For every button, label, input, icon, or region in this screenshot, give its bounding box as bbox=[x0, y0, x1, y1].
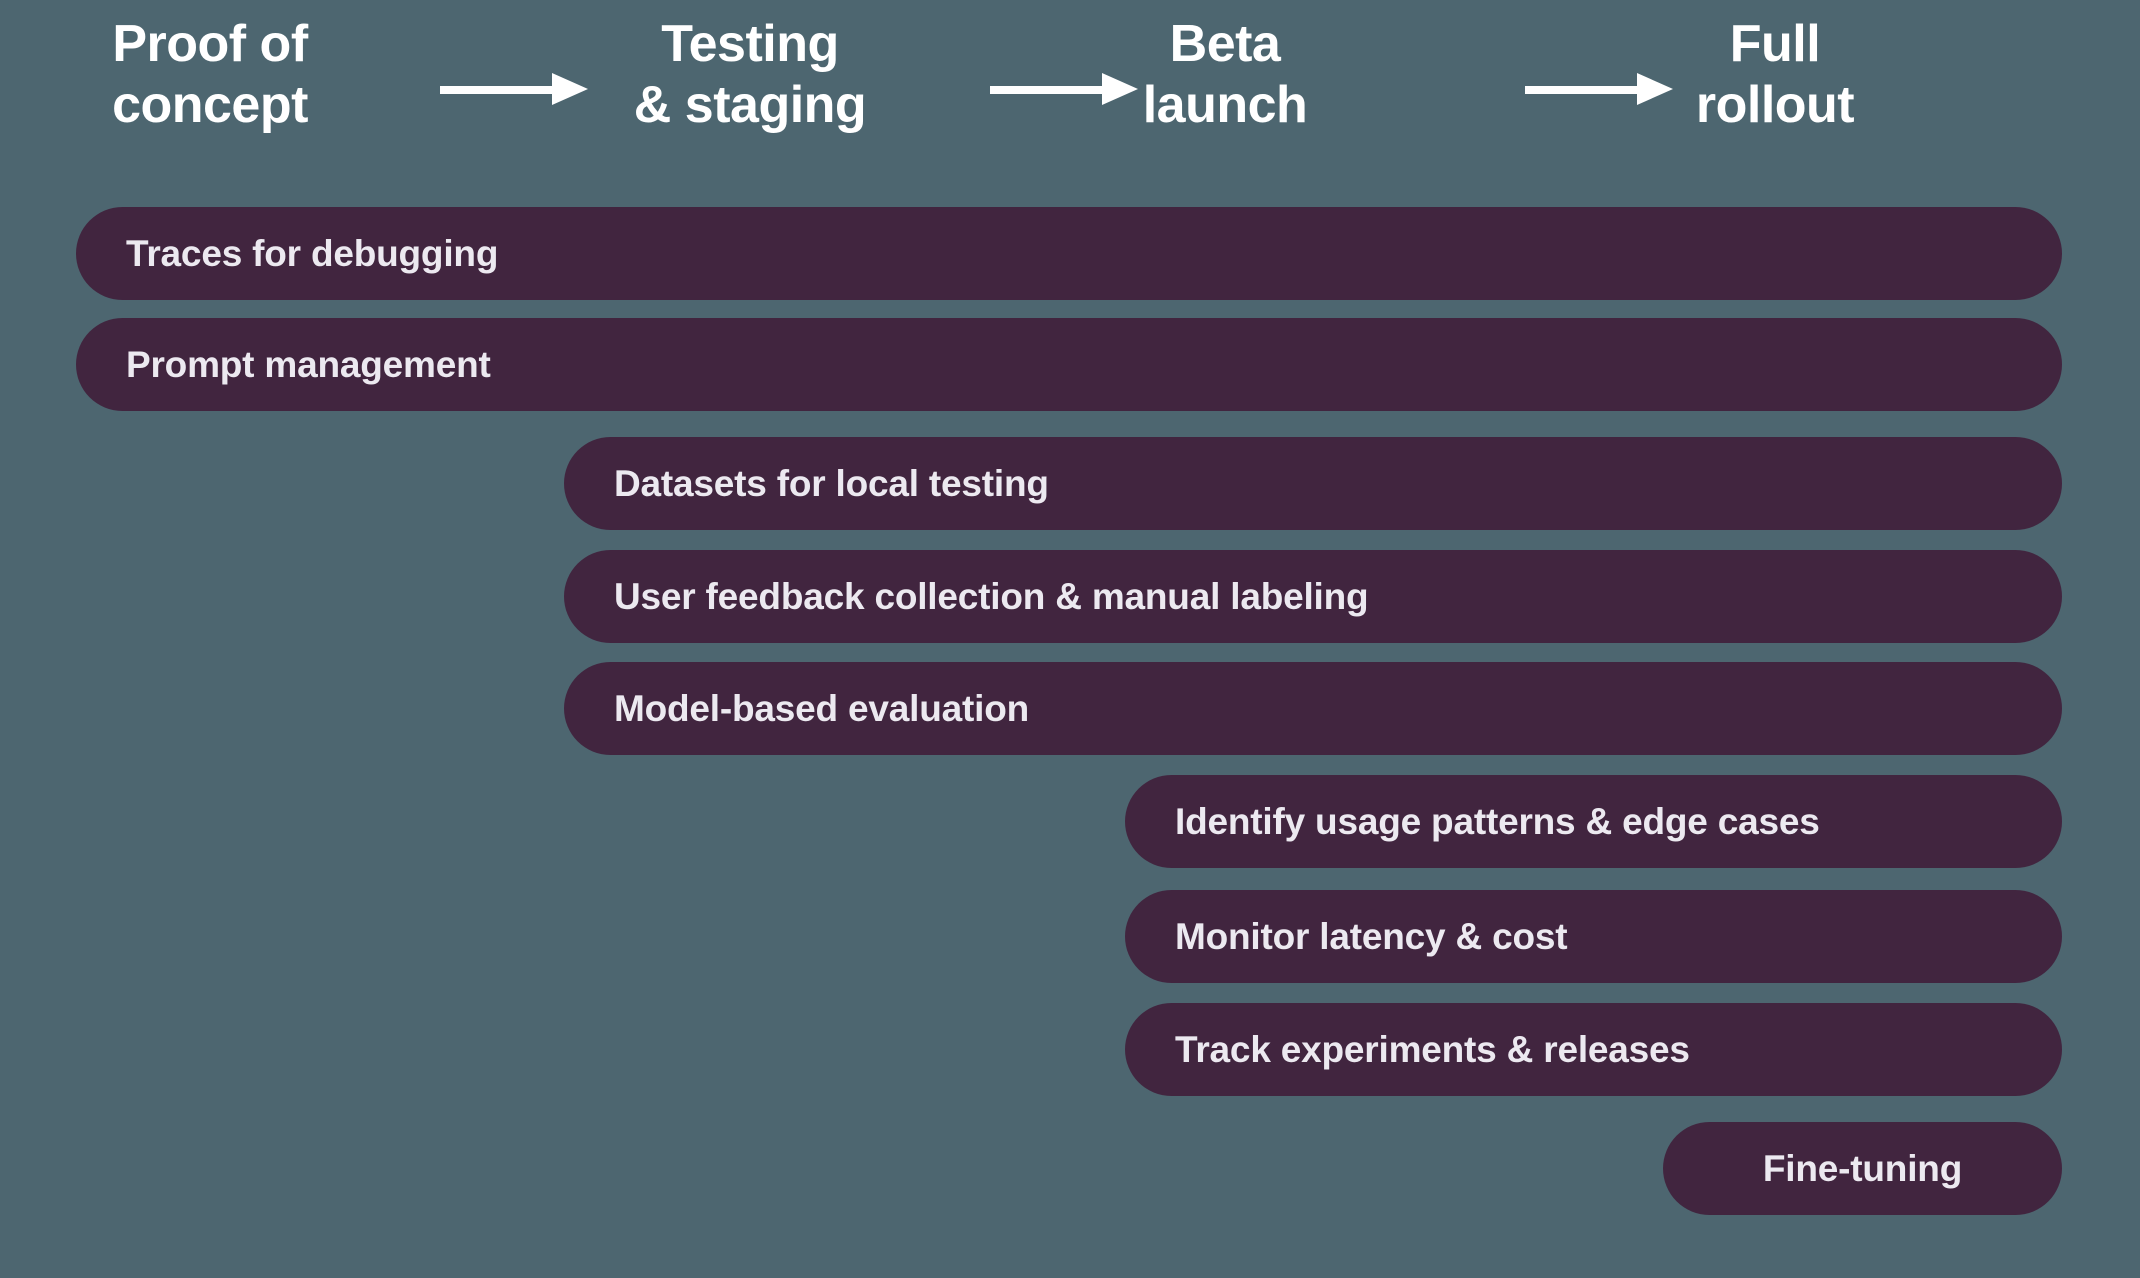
arrow-testing-to-beta-icon bbox=[990, 73, 1138, 105]
capability-pill[interactable]: Model-based evaluation bbox=[564, 662, 2062, 755]
arrow-head bbox=[1102, 73, 1138, 105]
capability-label: Track experiments & releases bbox=[1175, 1028, 1690, 1070]
phase-label-0: Proof of concept bbox=[112, 15, 308, 135]
arrow-head bbox=[1637, 73, 1673, 105]
arrow-poc-to-testing-icon bbox=[440, 73, 588, 105]
arrow-shaft bbox=[440, 86, 560, 94]
capability-label: Model-based evaluation bbox=[614, 687, 1030, 729]
capability-pill[interactable]: Fine-tuning bbox=[1663, 1122, 2062, 1215]
phase-header-row: Proof of concept Testing & staging Beta la… bbox=[0, 0, 2140, 190]
capability-label: Fine-tuning bbox=[1762, 1147, 1963, 1189]
capability-pill[interactable]: Traces for debugging bbox=[76, 207, 2062, 300]
arrow-beta-to-rollout-icon bbox=[1525, 73, 1673, 105]
capability-label: Traces for debugging bbox=[126, 232, 499, 274]
capability-label: Identify usage patterns & edge cases bbox=[1175, 800, 1820, 842]
capability-pill[interactable]: Monitor latency & cost bbox=[1125, 890, 2062, 983]
capability-pill[interactable]: Datasets for local testing bbox=[564, 437, 2062, 530]
capability-pill[interactable]: Prompt management bbox=[76, 318, 2062, 411]
arrow-shaft bbox=[1525, 86, 1645, 94]
arrow-shaft bbox=[990, 86, 1110, 94]
capability-pill[interactable]: User feedback collection & manual labeli… bbox=[564, 550, 2062, 643]
capability-pill[interactable]: Identify usage patterns & edge cases bbox=[1125, 775, 2062, 868]
capability-pill[interactable]: Track experiments & releases bbox=[1125, 1003, 2062, 1096]
capability-label: Datasets for local testing bbox=[614, 462, 1049, 504]
phase-label-2: Beta launch bbox=[1142, 15, 1308, 135]
phase-label-3: Full rollout bbox=[1695, 15, 1855, 135]
capability-label: Prompt management bbox=[126, 343, 491, 385]
capability-label: User feedback collection & manual labeli… bbox=[614, 575, 1369, 617]
phase-label-1: Testing & staging bbox=[633, 15, 867, 135]
arrow-head bbox=[552, 73, 588, 105]
capability-label: Monitor latency & cost bbox=[1175, 915, 1568, 957]
